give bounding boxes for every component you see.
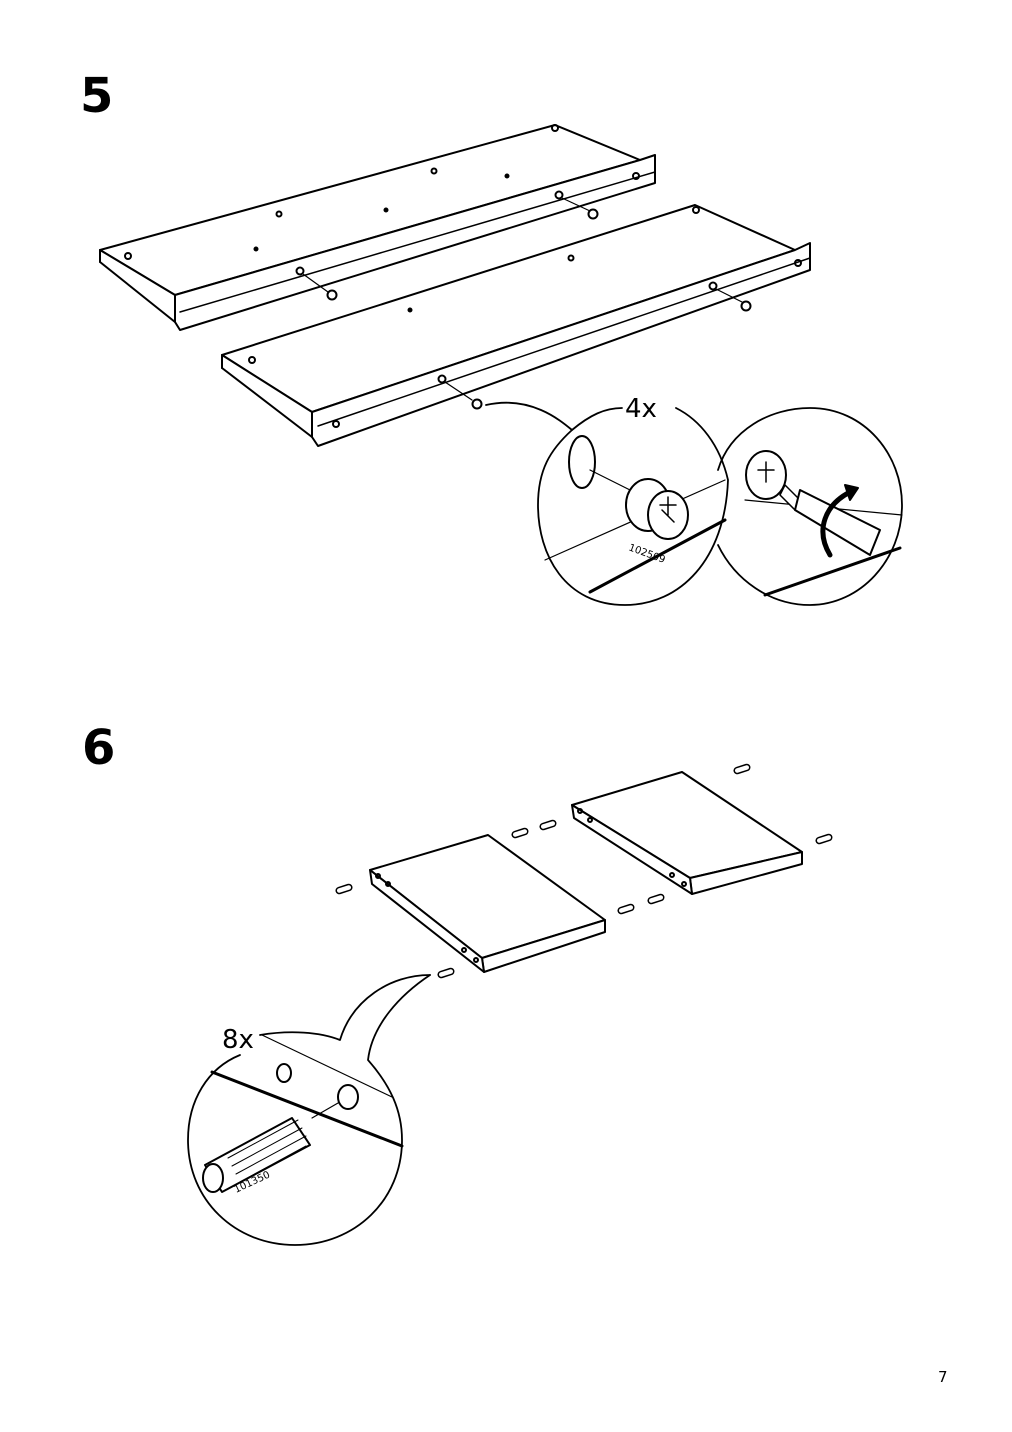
step-number: 5 <box>80 68 114 124</box>
detail-callout <box>485 401 729 606</box>
dowel <box>335 763 833 979</box>
quantity-label: 8x <box>222 1025 254 1055</box>
detail-callout <box>717 407 903 606</box>
shelf-illustration <box>571 771 803 895</box>
shelf-illustration <box>369 834 606 973</box>
detail-callout <box>187 974 431 1246</box>
step-number: 6 <box>82 720 116 776</box>
quantity-label: 4x <box>625 394 657 424</box>
page-number: 7 <box>938 1368 948 1386</box>
panel-illustration <box>99 124 656 331</box>
panel-illustration <box>221 204 811 447</box>
